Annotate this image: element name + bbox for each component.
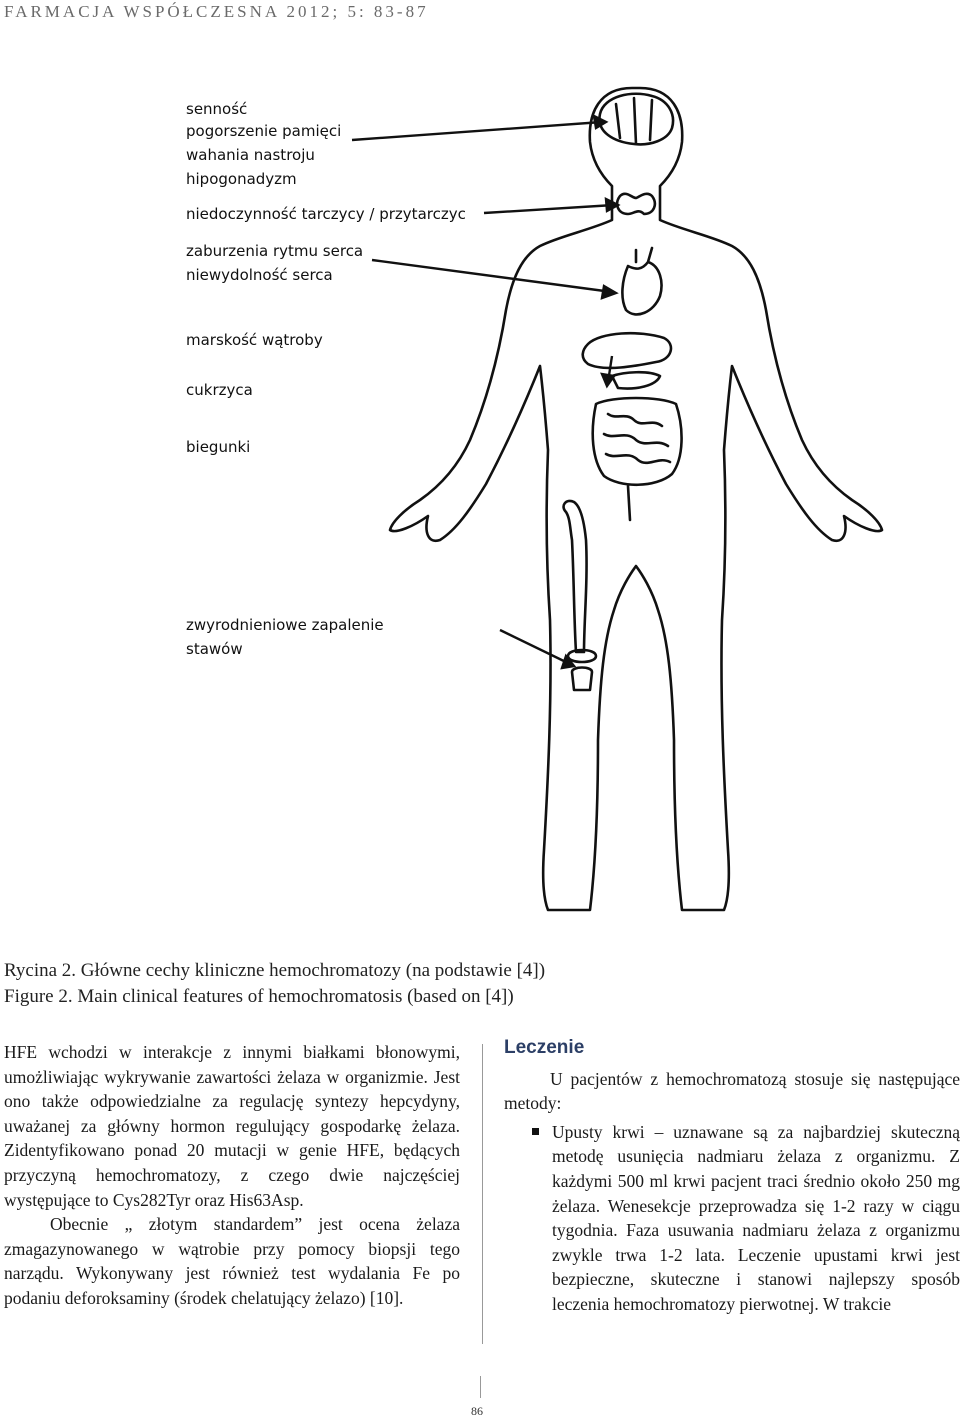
arrow-heart — [372, 260, 612, 292]
intestines — [593, 398, 682, 520]
symptom-label-thyroid: niedoczynność tarczycy / przytarczyc — [186, 203, 466, 226]
liver — [583, 333, 671, 368]
paragraph-gold-standard: Obecnie „ złotym standardem” jest ocena … — [4, 1212, 460, 1310]
symptom-label-memory: pogorszenie pamięci — [186, 120, 341, 143]
symptom-label-diarrhea: biegunki — [186, 436, 250, 459]
symptom-label-mood: wahania nastroju — [186, 144, 315, 167]
human-body-illustration — [0, 40, 960, 940]
brain — [599, 94, 673, 145]
page-number-rule — [480, 1376, 481, 1398]
symptom-label-somnolence: senność — [186, 98, 247, 121]
column-divider — [482, 1044, 483, 1344]
symptom-label-arrhythmia: zaburzenia rytmu serca — [186, 240, 363, 263]
arrow-thyroid — [484, 205, 614, 213]
symptom-label-hypogonadism: hipogonadyzm — [186, 168, 297, 191]
list-item-phlebotomy: Upusty krwi – uznawane są za najbardziej… — [504, 1120, 960, 1317]
page-number: 86 — [471, 1404, 483, 1419]
figure-caption-en: Figure 2. Main clinical features of hemo… — [4, 986, 514, 1008]
pancreas — [612, 372, 660, 388]
arrow-knee — [500, 630, 570, 664]
right-column: Leczenie U pacjentów z hemochromatozą st… — [504, 1036, 960, 1317]
knee-joint — [568, 650, 596, 690]
journal-header: FARMACJA WSPÓŁCZESNA 2012; 5: 83-87 — [4, 2, 429, 22]
symptom-label-diabetes: cukrzyca — [186, 379, 253, 402]
body-figure: senność pogorszenie pamięci wahania nast… — [0, 40, 960, 940]
symptom-label-heart-failure: niewydolność serca — [186, 264, 333, 287]
figure-caption-pl: Rycina 2. Główne cechy kliniczne hemochr… — [4, 960, 545, 982]
femur — [564, 501, 587, 652]
arrow-brain — [352, 122, 602, 140]
heart — [622, 248, 661, 314]
paragraph-hfe: HFE wchodzi w interakcje z innymi białka… — [4, 1040, 460, 1212]
symptom-label-cirrhosis: marskość wątroby — [186, 329, 323, 352]
section-heading-treatment: Leczenie — [504, 1036, 960, 1061]
symptom-label-arthritis-1: zwyrodnieniowe zapalenie — [186, 614, 384, 637]
left-column: HFE wchodzi w interakcje z innymi białka… — [4, 1040, 460, 1311]
list-item-text: Upusty krwi – uznawane są za najbardziej… — [552, 1122, 960, 1314]
paragraph-treatment-intro: U pacjentów z hemochromatozą stosuje się… — [504, 1067, 960, 1116]
thyroid — [617, 194, 655, 214]
bullet-square-icon — [532, 1128, 539, 1135]
symptom-label-arthritis-2: stawów — [186, 638, 243, 661]
